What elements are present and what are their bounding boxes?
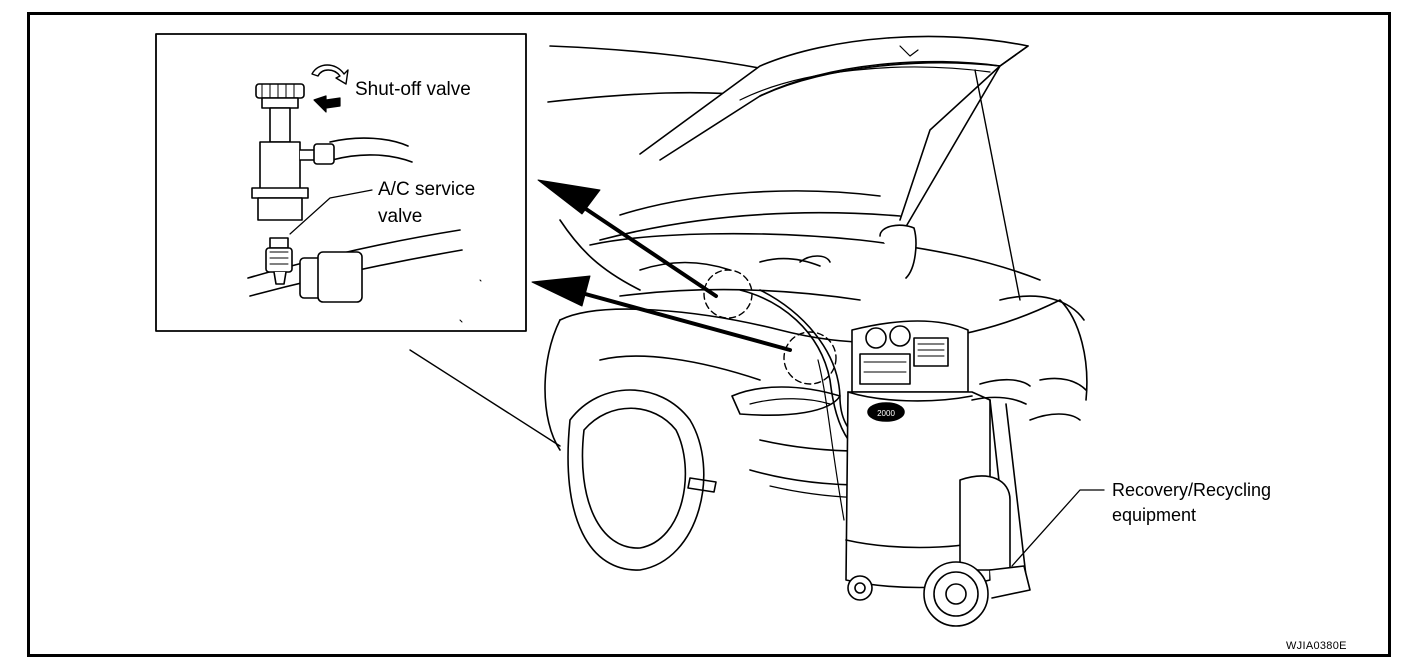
arrowhead-icon [531,275,591,307]
recovery-recycling-machine: 2000 [739,289,1031,627]
recovery-equipment-label-line2: equipment [1112,505,1197,525]
shutoff-valve [251,83,335,221]
ac-service-valve-label-line1: A/C service [378,179,476,200]
car-illustration [459,35,1088,571]
recovery-equipment-label-line1: Recovery/Recycling [1112,480,1272,500]
diagram-frame [27,12,1391,657]
inset-detail-view [155,33,527,332]
front-wheel [567,389,705,571]
arrowhead-icon [537,179,601,215]
ac-service-valve-label-line2: valve [378,206,423,227]
machine-badge-text: 2000 [877,409,895,418]
ac-service-valve [265,237,363,303]
machine-caster [847,575,873,601]
rotate-arrow-icon [311,64,349,85]
figure-code: WJIA0380E [1286,640,1347,652]
service-port-callout [783,331,837,385]
pointer-arrows [531,179,837,385]
inset-box [155,33,527,332]
shutoff-valve-label: Shut-off valve [355,79,471,100]
machine-badge [867,402,905,422]
rotate-arrow-icon [313,95,341,113]
